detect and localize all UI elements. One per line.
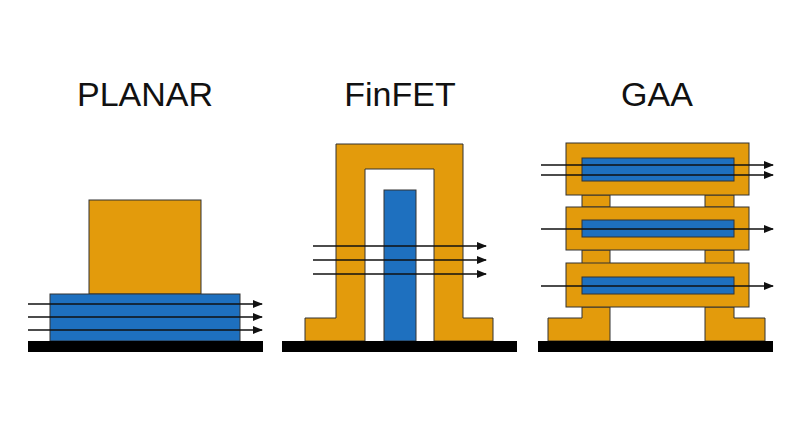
gate (89, 200, 201, 294)
substrate (28, 341, 263, 352)
current-arrow (541, 174, 773, 175)
current-arrow (28, 303, 262, 304)
current-arrow (28, 329, 262, 330)
gate (548, 307, 610, 341)
fin (384, 190, 416, 341)
gate (582, 195, 610, 207)
current-arrow (541, 228, 773, 229)
substrate (538, 341, 773, 352)
structure-title: PLANAR (77, 76, 213, 113)
current-arrow (541, 164, 773, 165)
gate (705, 307, 765, 341)
current-arrow (313, 273, 486, 274)
current-arrow (28, 316, 262, 317)
current-arrow (313, 245, 486, 246)
gate (566, 263, 749, 307)
substrate (282, 341, 517, 352)
gate (582, 250, 610, 264)
gate (305, 144, 493, 341)
gate (705, 250, 734, 264)
current-arrow (541, 285, 773, 286)
structure-title: FinFET (344, 76, 455, 113)
current-arrow (313, 259, 486, 260)
nanosheet (582, 158, 734, 181)
gate (705, 195, 734, 207)
gate (566, 143, 749, 195)
structure-title: GAA (621, 76, 693, 113)
